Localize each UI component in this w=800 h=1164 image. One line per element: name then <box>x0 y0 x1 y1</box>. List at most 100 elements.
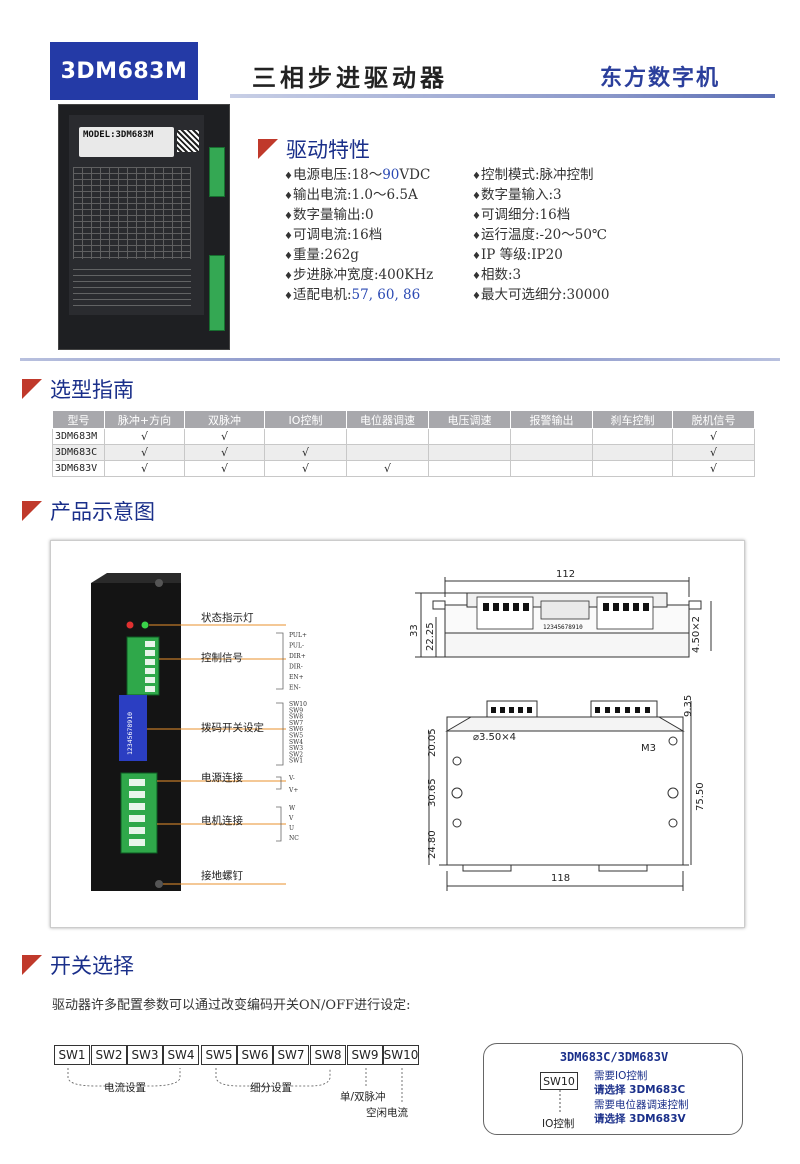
signal-label: DIR- <box>289 664 303 671</box>
feature-item-right: ♦数字量输入:3 <box>472 187 562 203</box>
switch-cell: SW8 <box>310 1045 346 1065</box>
bullet-icon: ♦ <box>472 211 481 222</box>
diagram-svg: 12345678910 状态指示灯控制信号拨码开关设定电源连接电机连接接地螺钉 … <box>91 569 712 891</box>
signal-label: SW5 <box>289 733 303 740</box>
table-model-cell: 3DM683V <box>52 460 105 477</box>
table-model-cell: 3DM683M <box>52 428 105 445</box>
dim-d4: 75.50 <box>695 782 706 811</box>
dim-screw: M3 <box>641 743 656 754</box>
feature-item-left: ♦步进脉冲宽度:400KHz <box>284 267 434 283</box>
dim-top-h1: 33 <box>409 624 420 637</box>
signal-label: PUL- <box>289 643 304 650</box>
table-cell <box>592 460 673 477</box>
red-led-icon <box>126 621 134 629</box>
table-header-cell: 电压调速 <box>428 410 511 429</box>
switch-cell: SW10 <box>383 1045 419 1065</box>
control-terminal-block <box>209 147 225 197</box>
feature-item-left: ♦重量:262g <box>284 247 359 263</box>
features-header: 驱动特性 <box>258 134 370 164</box>
dim-d2: 30.65 <box>427 778 438 807</box>
table-cell: √ <box>264 460 347 477</box>
callout-label: 状态指示灯 <box>201 611 254 624</box>
feature-item-left: ♦适配电机:57, 60, 86 <box>284 287 421 303</box>
table-cell <box>592 444 673 461</box>
table-cell: √ <box>672 460 755 477</box>
bullet-icon: ♦ <box>284 291 293 302</box>
switch-cell: SW4 <box>163 1045 199 1065</box>
model-plate: MODEL:3DM683M <box>79 127 174 157</box>
panel-connector <box>559 1090 561 1114</box>
table-header-cell: 脉冲+方向 <box>104 410 185 429</box>
signal-texts: PUL+PUL-DIR+DIR-EN+EN-SW10SW9SW8SW7SW6SW… <box>288 632 307 842</box>
table-cell <box>428 428 511 445</box>
bullet-icon: ♦ <box>472 271 481 282</box>
panel-line4: 请选择 3DM683V <box>594 1113 686 1125</box>
bullet-icon: ♦ <box>472 291 481 302</box>
features-title: 驱动特性 <box>286 138 370 162</box>
model-choice-panel: 3DM683C/3DM683V SW10 IO控制 需要IO控制 请选择 3DM… <box>483 1043 743 1135</box>
feature-item-right: ♦最大可选细分:30000 <box>472 287 610 303</box>
signal-label: EN- <box>289 685 301 692</box>
current-group-label: 电流设置 <box>104 1082 146 1094</box>
bullet-icon: ♦ <box>284 251 293 262</box>
switch-cell: SW1 <box>54 1045 90 1065</box>
feature-item-right: ♦IP 等级:IP20 <box>472 247 563 263</box>
table-header-cell: 报警输出 <box>510 410 593 429</box>
table-header-cell: 脱机信号 <box>672 410 755 429</box>
brand-name: 东方数字机 <box>600 65 721 91</box>
green-led-icon <box>141 621 149 629</box>
switch-description: 驱动器许多配置参数可以通过改变编码开关ON/OFF进行设定: <box>52 998 411 1013</box>
bullet-icon: ♦ <box>472 191 481 202</box>
signal-label: EN+ <box>289 674 304 681</box>
power-motor-pins <box>129 779 145 846</box>
dim-d1: 20.05 <box>427 728 438 757</box>
table-cell <box>510 460 593 477</box>
table-row: 3DM683V√√√√√ <box>52 460 755 477</box>
signal-label: NC <box>289 835 299 842</box>
signal-label: V+ <box>288 787 298 794</box>
table-cell: √ <box>672 444 755 461</box>
table-cell: √ <box>184 428 265 445</box>
bullet-icon: ♦ <box>472 171 481 182</box>
callout-lines <box>147 624 286 885</box>
feature-item-left: ♦电源电压:18～90VDC <box>284 167 431 183</box>
table-cell: √ <box>672 428 755 445</box>
feature-item-left: ♦输出电流:1.0～6.5A <box>284 187 418 203</box>
diagram-title: 产品示意图 <box>50 500 155 524</box>
panel-line3: 需要电位器调速控制 <box>594 1099 689 1111</box>
selection-title: 选型指南 <box>50 378 134 402</box>
feature-item-right: ♦相数:3 <box>472 267 522 283</box>
table-row: 3DM683M√√√ <box>52 428 755 445</box>
feature-item-right: ♦控制模式:脉冲控制 <box>472 167 594 183</box>
table-cell <box>346 444 429 461</box>
model-plate-text: MODEL:3DM683M <box>83 130 154 140</box>
callout-label: 控制信号 <box>201 651 243 664</box>
parameter-table-graphic <box>73 167 191 259</box>
table-header-cell: IO控制 <box>264 410 347 429</box>
signal-label: V <box>288 815 294 822</box>
dim-d5: 9.35 <box>683 695 694 717</box>
signal-label: W <box>289 805 296 812</box>
qr-code-icon <box>177 130 199 152</box>
switch-cell: SW7 <box>273 1045 309 1065</box>
table-cell <box>510 428 593 445</box>
signal-label: SW7 <box>289 720 303 727</box>
table-cell: √ <box>104 428 185 445</box>
mount-hole-icon <box>155 880 163 888</box>
switch-header: 开关选择 <box>22 950 134 980</box>
panel-io-label: IO控制 <box>542 1118 575 1130</box>
control-terminal-pins <box>145 641 155 692</box>
panel-line2: 请选择 3DM683C <box>594 1084 686 1096</box>
table-row: 3DM683C√√√√ <box>52 444 755 461</box>
selection-header: 选型指南 <box>22 374 134 404</box>
signal-label: V- <box>288 775 295 782</box>
signal-label: SW1 <box>289 758 303 765</box>
signal-label: DIR+ <box>289 653 306 660</box>
switch-cell: SW3 <box>127 1045 163 1065</box>
section-arrow-icon <box>258 139 278 159</box>
model-badge: 3DM683M <box>50 42 198 100</box>
signal-label: SW4 <box>289 739 303 746</box>
section-arrow-icon <box>22 501 42 521</box>
terminal-screws <box>483 603 649 611</box>
dim-top-h2: 22.25 <box>425 622 436 651</box>
